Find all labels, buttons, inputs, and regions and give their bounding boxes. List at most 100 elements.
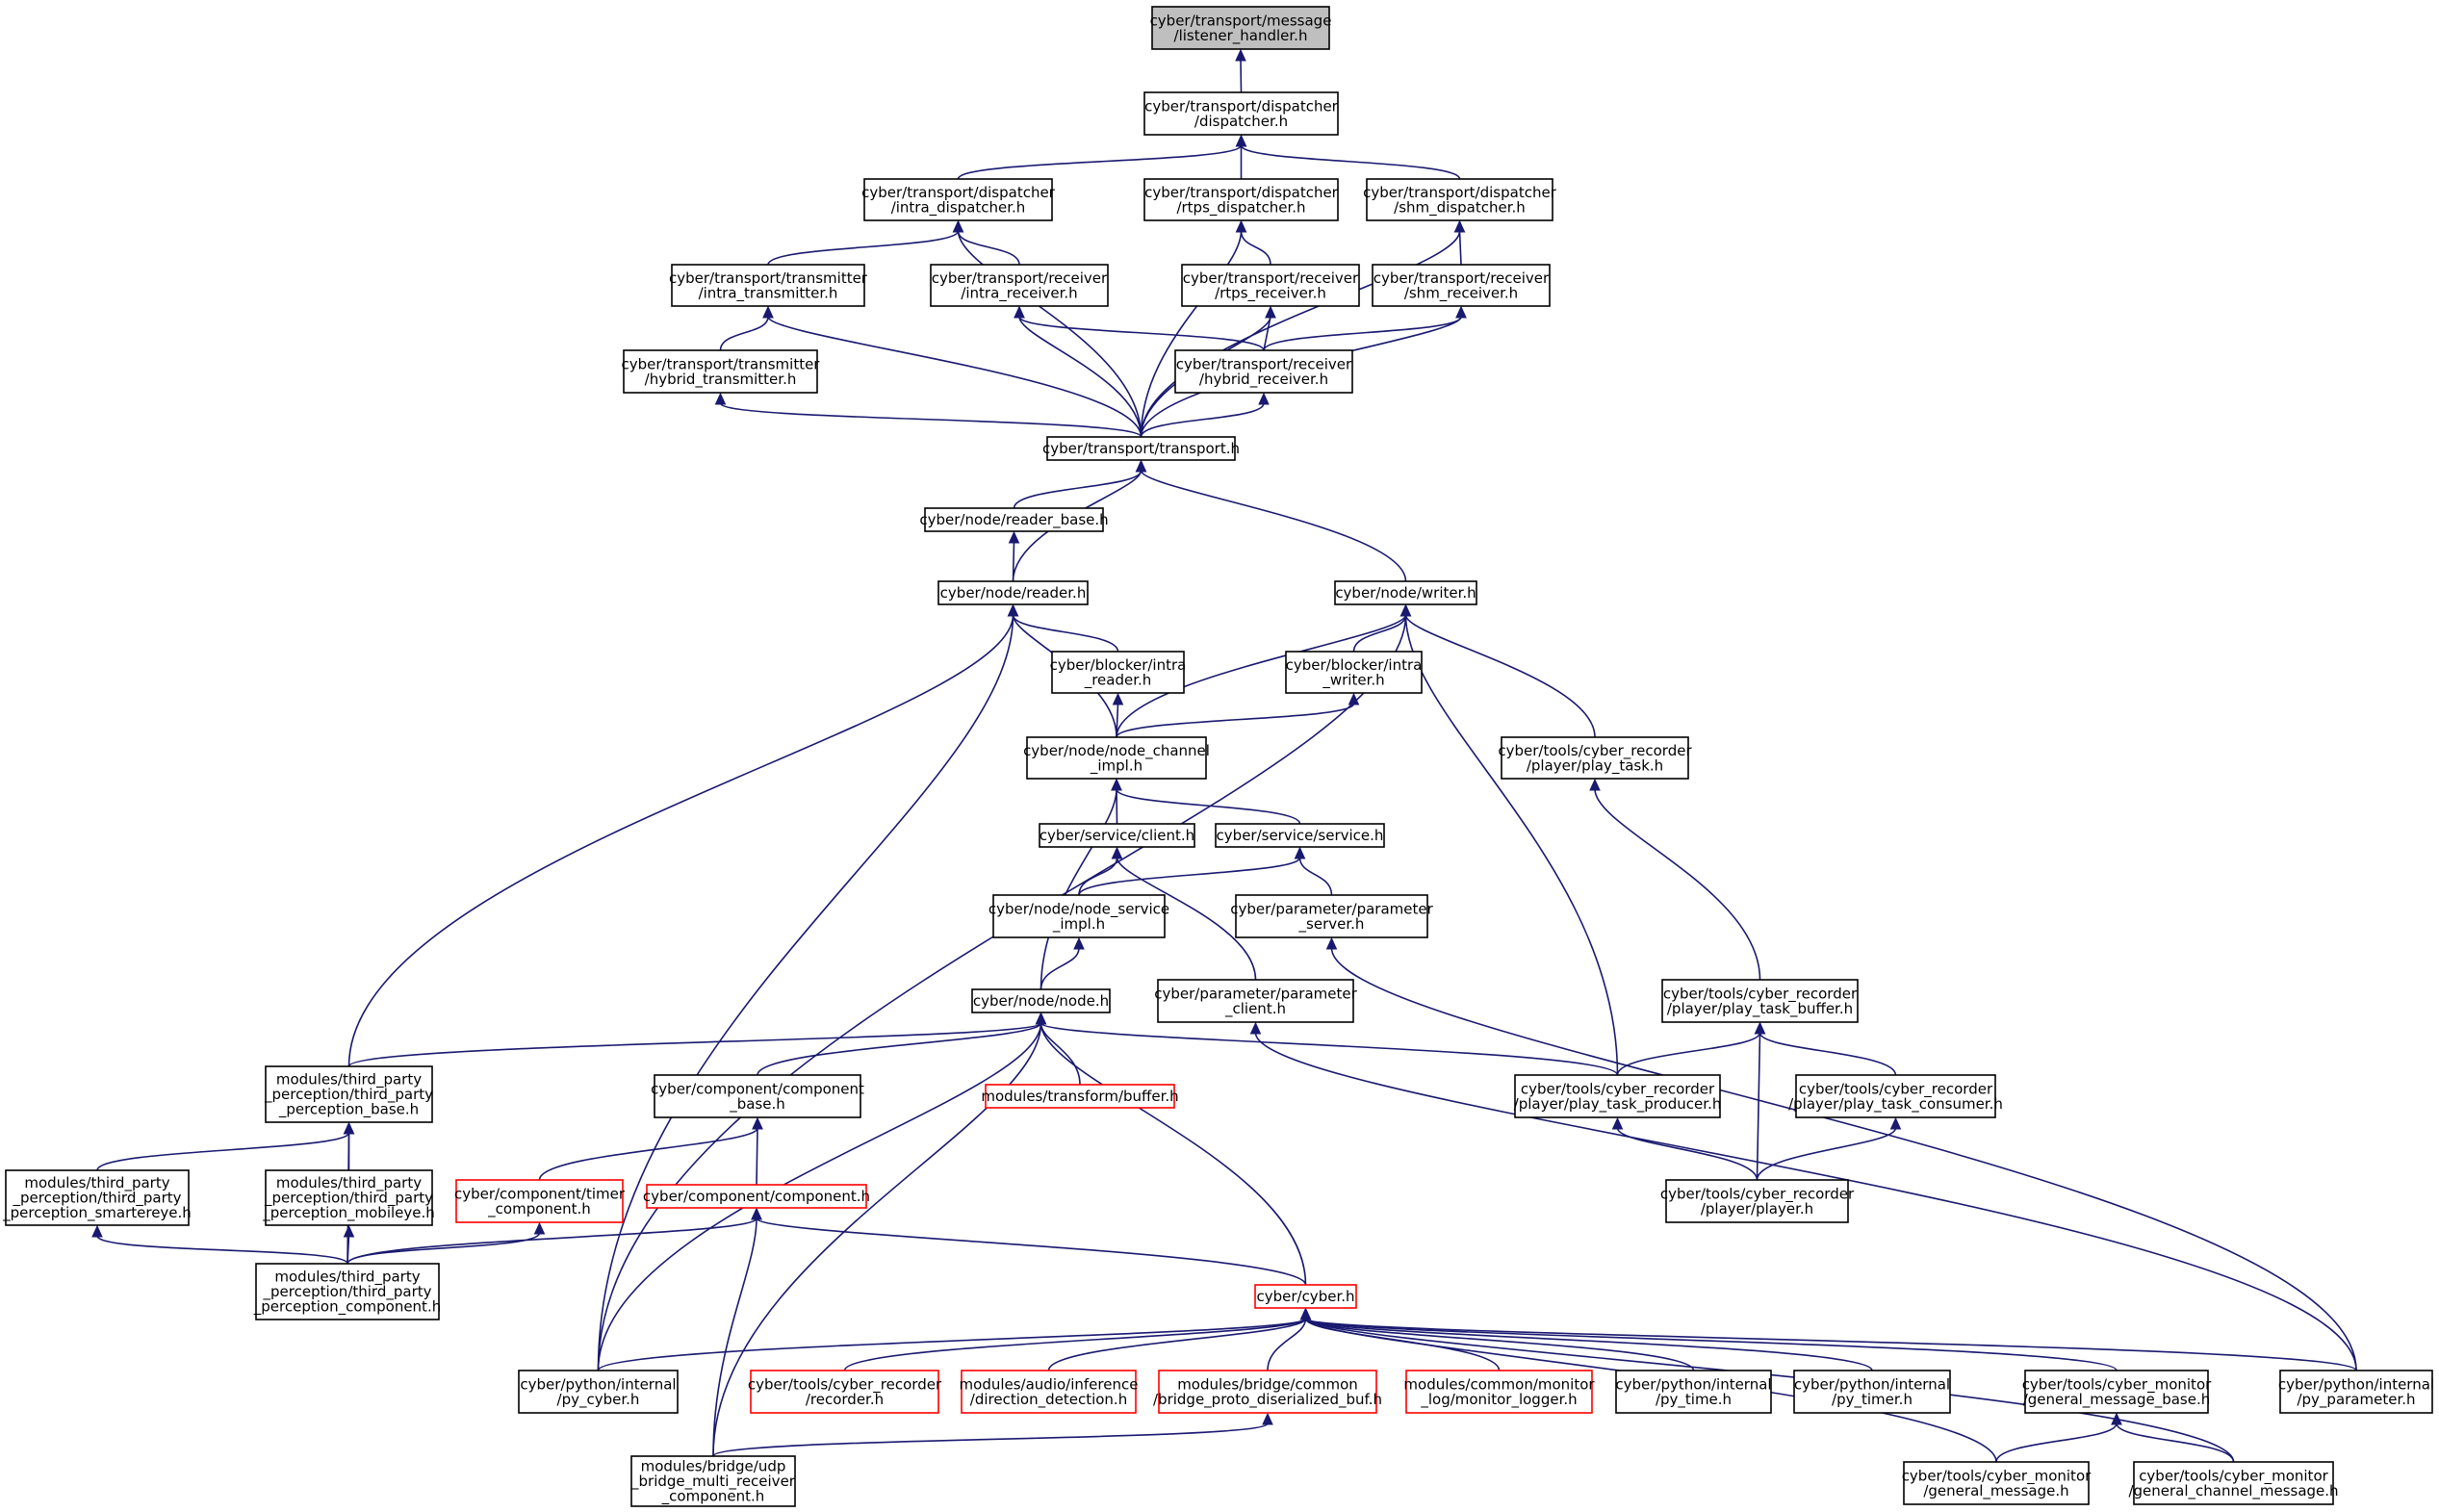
file-node-label: _component.h: [487, 1200, 591, 1218]
file-node-label: _client.h: [1224, 1000, 1286, 1018]
dependency-edge: [1014, 305, 1142, 438]
file-node[interactable]: cyber/transport/dispatcher/rtps_dispatch…: [1143, 178, 1339, 221]
file-node-label: /general_channel_message.h: [2128, 1482, 2338, 1500]
file-node[interactable]: cyber/parameter/parameter_client.h: [1154, 979, 1358, 1023]
file-node[interactable]: cyber/tools/cyber_monitor/general_channe…: [2128, 1461, 2339, 1505]
file-node-label: _perception/third_party: [13, 1190, 182, 1208]
file-node-label: cyber/component/component: [651, 1080, 864, 1097]
dependency-edge: [1756, 1116, 1902, 1181]
file-node[interactable]: cyber/transport/receiver/rtps_receiver.h: [1181, 264, 1360, 307]
file-node-label: cyber/node/node_service: [988, 900, 1169, 918]
file-node-label: cyber/transport/dispatcher: [1144, 184, 1339, 201]
file-node-label: cyber/python/internal: [520, 1375, 676, 1393]
file-node[interactable]: cyber/parameter/parameter_server.h: [1230, 894, 1434, 938]
file-node[interactable]: cyber/node/reader_base.h: [919, 507, 1109, 532]
file-node-label: modules/common/monitor: [1403, 1375, 1595, 1393]
file-node-label: /intra_transmitter.h: [699, 284, 838, 302]
file-node[interactable]: cyber/transport/transmitter/intra_transm…: [669, 264, 868, 307]
file-node[interactable]: cyber/tools/cyber_recorder/recorder.h: [748, 1370, 942, 1414]
file-node[interactable]: cyber/python/internal/py_parameter.h: [2278, 1370, 2434, 1414]
file-node[interactable]: cyber/tools/cyber_monitor/general_messag…: [1902, 1461, 2092, 1505]
file-node[interactable]: cyber/node/node.h: [971, 988, 1111, 1013]
file-node-label: cyber/service/service.h: [1217, 827, 1384, 844]
file-node-label: cyber/tools/cyber_monitor: [1902, 1467, 2092, 1485]
file-node[interactable]: cyber/tools/cyber_recorder/player/play_t…: [1788, 1074, 2003, 1118]
file-node-label: /general_message.h: [1923, 1482, 2068, 1500]
file-node-label: cyber/transport/receiver: [932, 269, 1108, 287]
file-node[interactable]: cyber/transport/dispatcher/intra_dispatc…: [861, 178, 1056, 221]
dependency-edge: [347, 1012, 1047, 1067]
file-node-label: /shm_dispatcher.h: [1394, 198, 1526, 217]
file-node[interactable]: cyber/node/node_channel_impl.h: [1023, 736, 1210, 780]
file-node[interactable]: cyber/transport/transmitter/hybrid_trans…: [622, 349, 821, 394]
file-node-label: /player/play_task_producer.h: [1514, 1095, 1722, 1114]
file-node[interactable]: cyber/transport/receiver/intra_receiver.…: [930, 264, 1109, 307]
file-node[interactable]: cyber/transport/receiver/shm_receiver.h: [1372, 264, 1551, 307]
file-node-label: cyber/node/node_channel: [1023, 742, 1210, 760]
file-node[interactable]: modules/third_party_perception/third_par…: [2, 1169, 192, 1226]
dependency-edge: [1754, 1021, 1766, 1181]
file-node[interactable]: cyber/tools/cyber_recorder/player/play_t…: [1498, 736, 1692, 780]
file-node[interactable]: cyber/node/reader.h: [937, 580, 1089, 605]
file-node-label: cyber/transport/transmitter: [622, 355, 821, 372]
dependency-edge: [2111, 1412, 2235, 1463]
file-node-label: _perception_base.h: [278, 1101, 419, 1119]
dependency-edge: [1294, 846, 1333, 896]
file-node[interactable]: cyber/service/client.h: [1039, 823, 1195, 848]
file-node[interactable]: cyber/component/timer_component.h: [454, 1179, 626, 1223]
file-node-label: cyber/transport/transmitter: [669, 269, 868, 287]
file-node-label: cyber/python/internal: [1794, 1375, 1950, 1393]
file-node-label: cyber/parameter/parameter: [1230, 900, 1433, 917]
file-node[interactable]: cyber/python/internal/py_cyber.h: [518, 1370, 679, 1414]
dependency-edge: [1611, 1116, 1759, 1181]
file-node-label: cyber/transport/receiver: [1183, 269, 1359, 287]
file-node-label: _perception_mobileye.h: [262, 1204, 435, 1222]
file-node[interactable]: modules/transform/buffer.h: [981, 1084, 1179, 1109]
file-node[interactable]: cyber/blocker/intra_writer.h: [1285, 651, 1423, 694]
file-node-label: /player/player.h: [1701, 1200, 1813, 1217]
file-node[interactable]: cyber/tools/cyber_recorder/player/play_t…: [1661, 979, 1859, 1023]
file-node-label: _base.h: [729, 1095, 785, 1114]
file-node[interactable]: cyber/node/node_service_impl.h: [988, 894, 1169, 938]
file-node[interactable]: cyber/transport/message/listener_handler…: [1150, 6, 1332, 50]
file-node[interactable]: cyber/cyber.h: [1254, 1284, 1357, 1309]
dependency-edge: [1116, 692, 1360, 738]
file-node[interactable]: cyber/service/service.h: [1215, 823, 1385, 848]
dependency-edge: [347, 603, 1019, 1067]
file-node[interactable]: modules/third_party_perception/third_par…: [264, 1065, 433, 1123]
file-node[interactable]: cyber/python/internal/py_time.h: [1615, 1370, 1772, 1414]
file-node-label: /general_message_base.h: [2023, 1391, 2211, 1409]
dependency-edge: [1995, 1412, 2122, 1463]
file-node-label: _server.h: [1298, 915, 1365, 934]
file-node-label: cyber/service/client.h: [1040, 827, 1194, 844]
file-node-label: cyber/python/internal: [2278, 1375, 2434, 1393]
file-node[interactable]: modules/bridge/common/bridge_proto_diser…: [1153, 1370, 1382, 1414]
file-node[interactable]: modules/bridge/udp_bridge_multi_receiver…: [630, 1455, 796, 1507]
file-node[interactable]: cyber/transport/transport.h: [1042, 436, 1240, 461]
dependency-edge: [952, 219, 1020, 266]
file-node-label: /rtps_dispatcher.h: [1176, 198, 1305, 217]
file-node-label: _log/monitor_logger.h: [1420, 1391, 1577, 1409]
file-node[interactable]: modules/third_party_perception/third_par…: [262, 1169, 435, 1226]
file-node[interactable]: cyber/blocker/intra_reader.h: [1050, 651, 1187, 694]
file-node[interactable]: modules/common/monitor_log/monitor_logge…: [1403, 1370, 1595, 1414]
file-node-label: modules/bridge/common: [1177, 1375, 1358, 1393]
file-node[interactable]: cyber/node/writer.h: [1334, 580, 1477, 605]
file-node-label: _perception/third_party: [264, 1190, 433, 1208]
file-node[interactable]: cyber/component/component.h: [643, 1184, 870, 1209]
file-node[interactable]: cyber/transport/dispatcher/shm_dispatche…: [1363, 178, 1557, 221]
dependency-edge: [1616, 1021, 1766, 1076]
file-node[interactable]: cyber/transport/dispatcher/dispatcher.h: [1143, 91, 1339, 136]
file-node[interactable]: cyber/transport/receiver/hybrid_receiver…: [1174, 349, 1353, 394]
file-node[interactable]: modules/third_party_perception/third_par…: [253, 1263, 441, 1320]
file-node[interactable]: cyber/component/component_base.h: [651, 1074, 864, 1118]
file-node[interactable]: cyber/python/internal/py_timer.h: [1793, 1370, 1951, 1414]
dependency-edge: [1249, 1021, 2357, 1371]
dependency-edge: [1040, 778, 1122, 990]
file-node[interactable]: cyber/tools/cyber_recorder/player/play_t…: [1514, 1074, 1722, 1118]
file-node[interactable]: cyber/tools/cyber_recorder/player/player…: [1660, 1179, 1855, 1223]
file-node[interactable]: modules/audio/inference/direction_detect…: [960, 1370, 1139, 1414]
dependency-edge: [1111, 846, 1257, 981]
file-node[interactable]: cyber/tools/cyber_monitor/general_messag…: [2022, 1370, 2212, 1414]
